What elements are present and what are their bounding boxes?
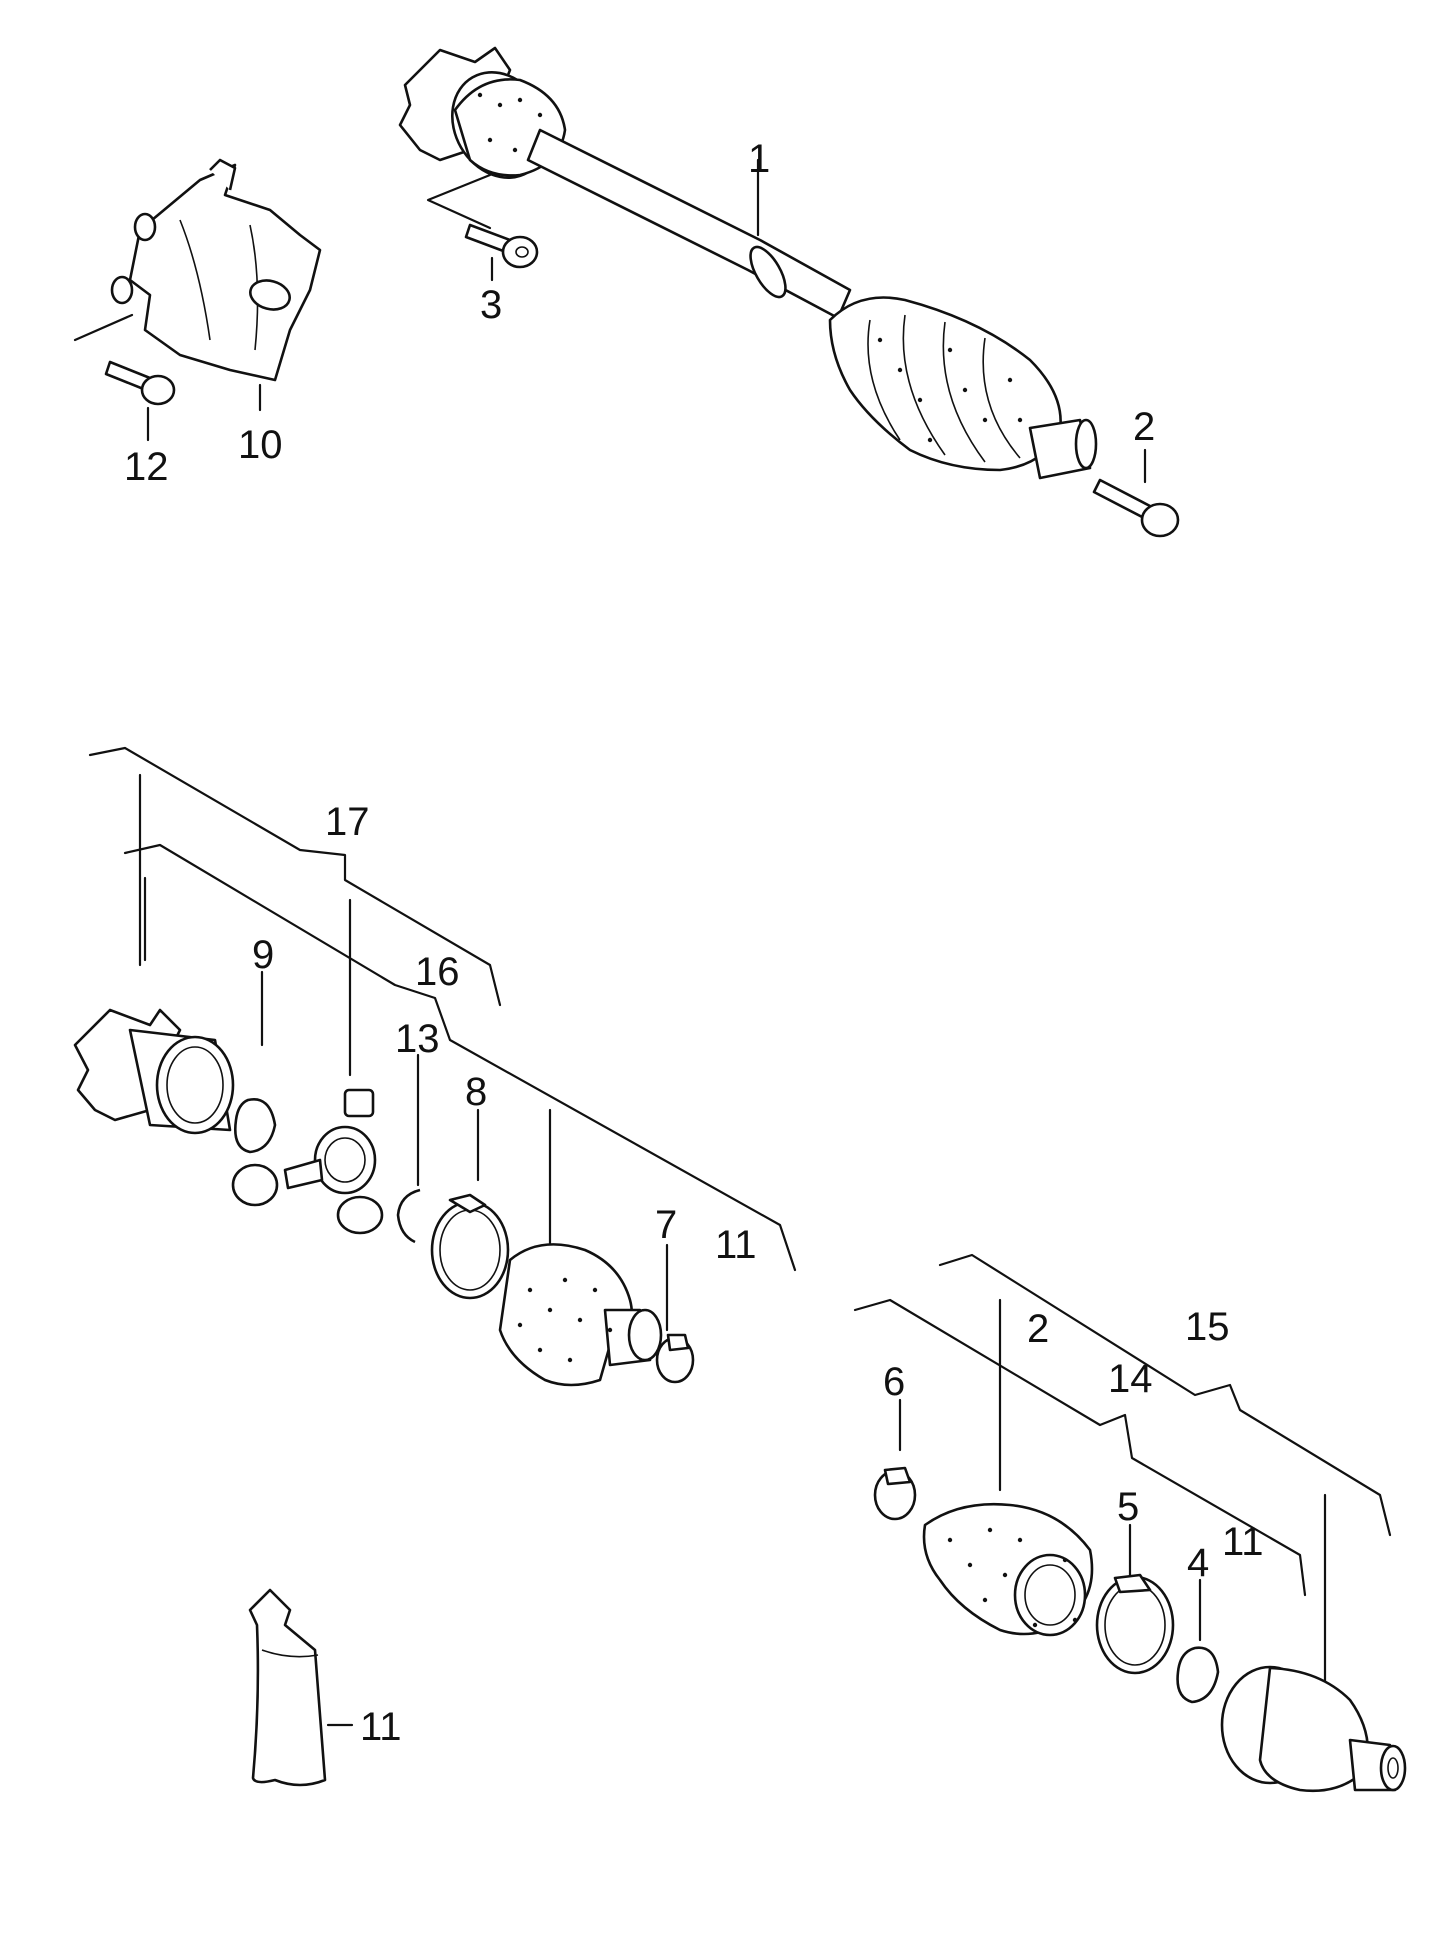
inner-joint-housing xyxy=(73,1008,235,1135)
callout-11-mid: 11 xyxy=(715,1223,757,1267)
bolt-12 xyxy=(104,360,176,406)
callout-8: 8 xyxy=(465,1070,487,1114)
drive-shaft-assembly xyxy=(398,46,1098,480)
clamp-8 xyxy=(430,1193,510,1300)
callout-16: 16 xyxy=(415,950,460,994)
outer-cv-joint xyxy=(1220,1665,1407,1793)
callout-12: 12 xyxy=(124,445,169,489)
callout-1: 1 xyxy=(748,137,770,181)
clamp-6 xyxy=(873,1466,917,1521)
inner-boot xyxy=(498,1243,663,1387)
callout-2-bottom: 2 xyxy=(1027,1307,1049,1351)
callout-11-tube: 11 xyxy=(360,1705,402,1749)
callout-14: 14 xyxy=(1108,1357,1153,1401)
boot-texture xyxy=(477,92,1023,443)
callout-17: 17 xyxy=(325,800,370,844)
clamp-5 xyxy=(1095,1573,1175,1675)
outer-boot xyxy=(922,1502,1094,1637)
callout-2-top: 2 xyxy=(1133,405,1155,449)
bolt-3 xyxy=(464,223,539,269)
grease-tube xyxy=(248,1588,327,1787)
callout-3: 3 xyxy=(480,283,502,327)
callout-7: 7 xyxy=(655,1203,677,1247)
tripod-joint xyxy=(231,1088,384,1235)
callout-15: 15 xyxy=(1185,1305,1230,1349)
callout-6: 6 xyxy=(883,1360,905,1404)
callout-5: 5 xyxy=(1117,1485,1139,1529)
callout-9: 9 xyxy=(252,933,274,977)
callout-11-right: 11 xyxy=(1222,1520,1264,1564)
callout-4: 4 xyxy=(1187,1541,1209,1585)
callout-13: 13 xyxy=(395,1017,440,1061)
bolt-2-top xyxy=(1092,478,1180,538)
callout-10: 10 xyxy=(238,423,283,467)
clamp-7 xyxy=(655,1333,695,1384)
heat-shield-10 xyxy=(110,158,322,382)
